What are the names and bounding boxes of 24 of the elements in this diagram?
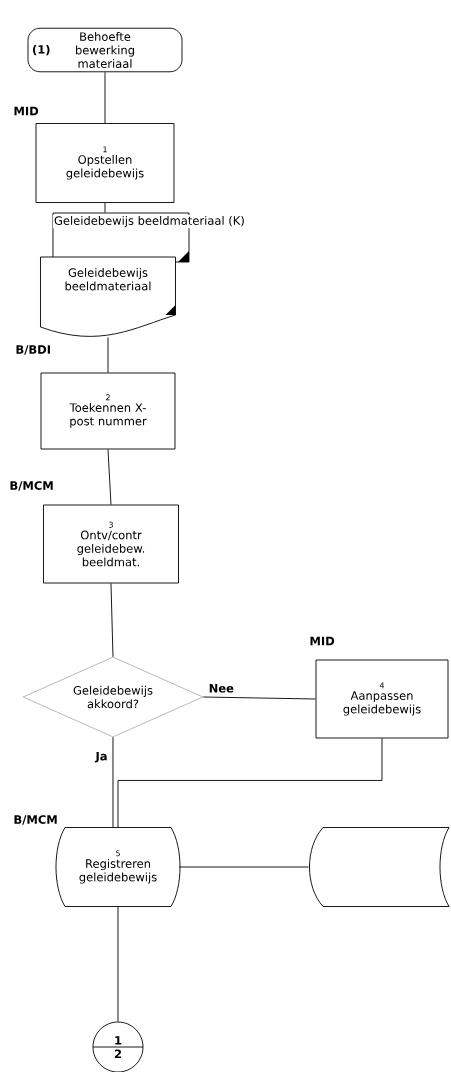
role-label: B/MCM <box>10 481 53 491</box>
connector-line <box>117 738 383 828</box>
process-box: 4 Aanpassen geleidebewijs <box>315 659 449 739</box>
connector-line <box>104 202 106 213</box>
connector-line <box>104 71 106 124</box>
role-label: MID <box>14 106 39 116</box>
role-label: B/BDI <box>16 345 50 355</box>
connector-line <box>117 906 119 1022</box>
connector-line <box>107 337 109 373</box>
role-label: B/MCM <box>14 815 57 825</box>
edge-label: Ja <box>94 750 109 764</box>
process-box: 1 Opstellen geleidebewijs <box>35 123 175 203</box>
role-label: MID <box>310 636 335 646</box>
process-box: 5 Registreren geleidebewijs <box>55 827 181 907</box>
connector-line <box>179 866 309 868</box>
edge-label: Nee <box>207 683 235 694</box>
process-box: 3 Ontv/contr geleidebew. beeldmat. <box>43 504 179 584</box>
connector-line <box>110 583 114 658</box>
connector-line <box>107 449 112 505</box>
connector-line <box>112 736 114 828</box>
stored-data-shape <box>309 827 450 907</box>
connector-line <box>202 696 316 700</box>
process-box: 2 Toekennen X-post nummer <box>40 372 176 450</box>
terminator-box: Behoefte bewerking materiaal (1) <box>27 27 183 73</box>
